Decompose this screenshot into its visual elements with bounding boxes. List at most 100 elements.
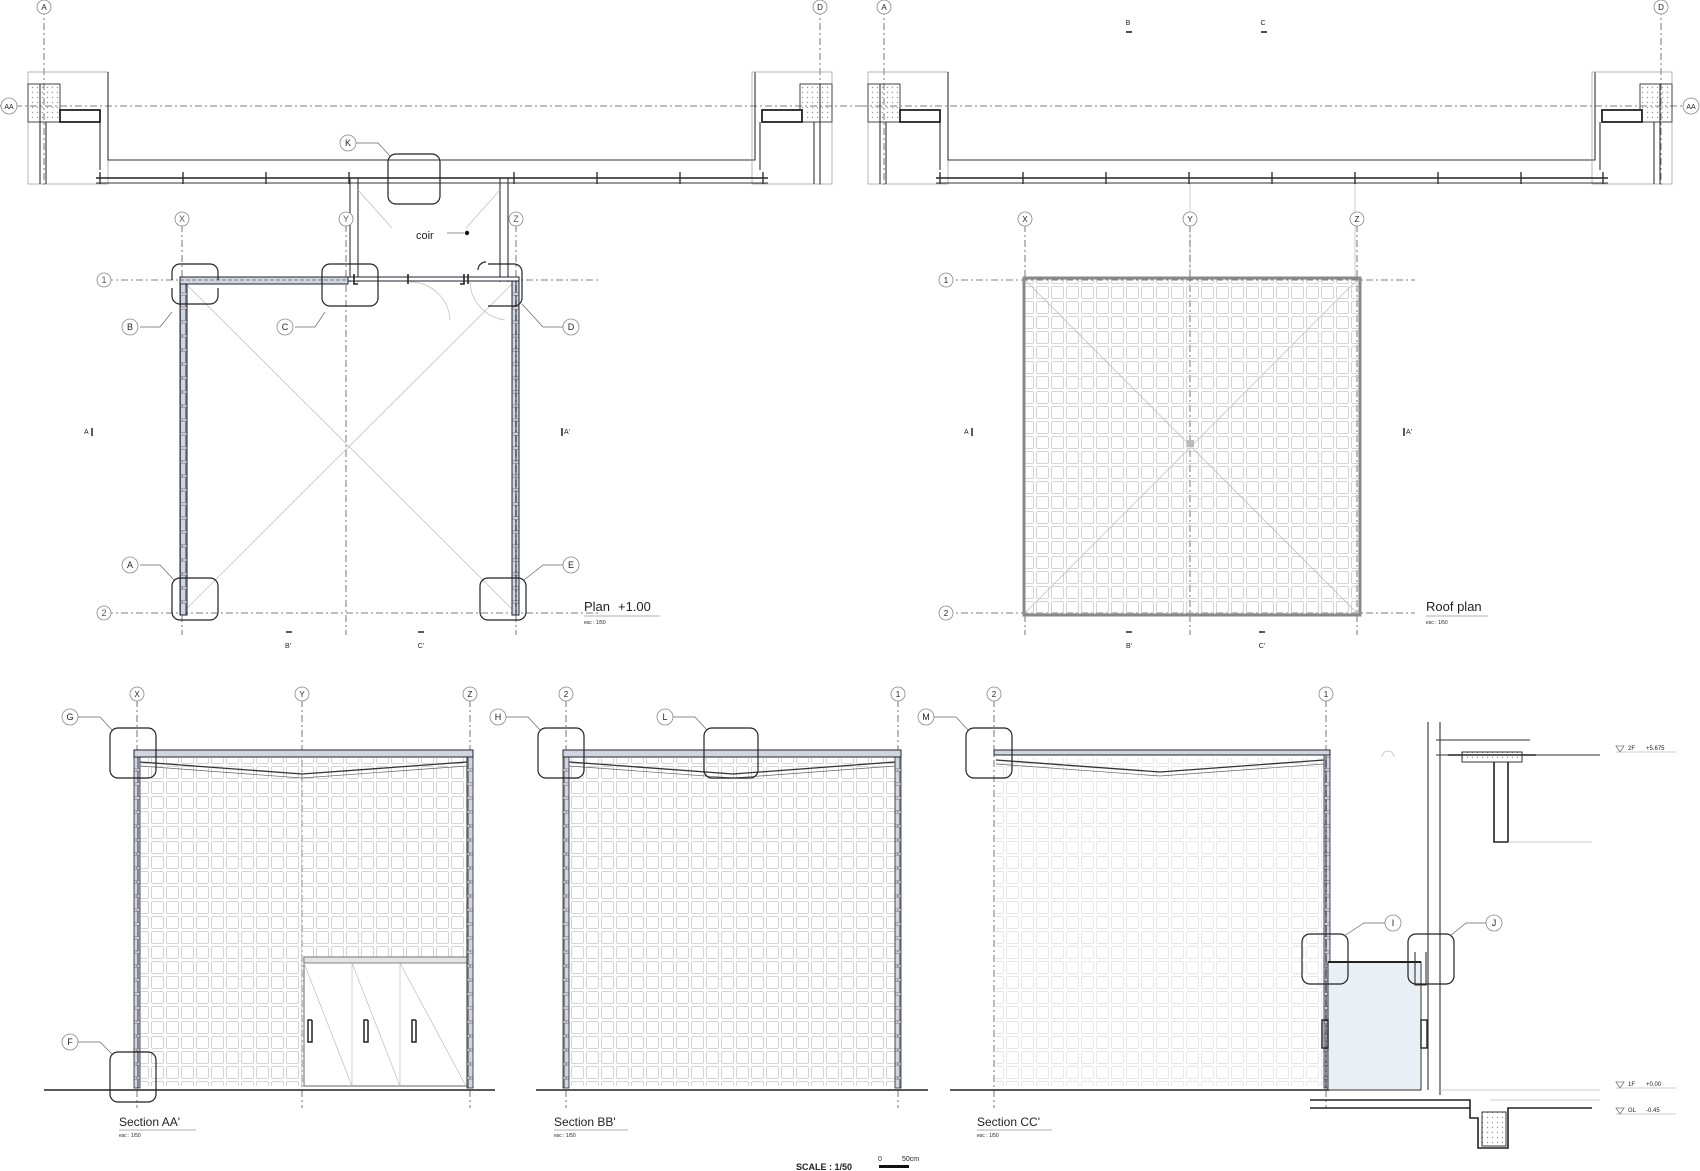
roof-building-strip: A D AA B C [860,0,1700,280]
scale-label: SCALE : 1/50 [796,1162,852,1171]
level-marker-gl: GL -0.45 [1615,1107,1676,1115]
section-mark-b-prime-plan: B' [285,643,291,650]
roof-plan-title: Roof plan [1426,599,1482,614]
detail-callout-k: K [339,134,357,152]
grid-bubble-a-plan: A [36,0,52,15]
detail-callout-j: J [1485,914,1503,932]
section-mark-b-roof-top: B [1126,20,1131,27]
section-cc-scale: esc : 1/50 [977,1133,999,1139]
section-cc-view: 2 1 2F +5.675 [917,686,1676,1149]
section-cc-title: Section CC' [977,1115,1040,1129]
detail-callout-l: L [656,708,674,726]
svg-text:D: D [568,322,575,332]
grid-bubbles-roof: X Y Z 1 2 [938,211,1365,621]
svg-text:A: A [127,560,133,570]
detail-callout-h: H [489,708,507,726]
plan-level: +1.00 [618,599,651,614]
section-bb-title: Section BB' [554,1115,616,1129]
section-bb-view: 2 1 H L Section BB' esc : 1/50 [489,686,928,1139]
svg-text:B: B [127,322,133,332]
svg-text:Y: Y [343,214,349,224]
detail-callout-a: A [121,556,139,574]
scale-bar-zero: 0 [878,1156,882,1163]
svg-text:X: X [134,690,140,699]
svg-text:2F: 2F [1628,746,1635,752]
roof-plan-view: X Y Z 1 2 A A' B' C' Roof plan esc : 1/5… [938,211,1488,650]
svg-text:M: M [922,712,930,722]
detail-callout-g: G [61,708,79,726]
grid-bubbles-section-cc: 2 1 [986,686,1334,702]
section-mark-a-plan: A [84,429,89,436]
svg-text:1: 1 [944,276,949,285]
svg-text:X: X [179,214,185,224]
detail-callout-d: D [562,318,580,336]
svg-text:+0.00: +0.00 [1646,1082,1662,1088]
section-mark-c-roof-top: C [1260,20,1265,27]
svg-text:AA: AA [1686,104,1696,111]
level-marker-1f: 1F +0.00 [1615,1081,1676,1089]
plan-title: Plan [584,599,610,614]
svg-text:F: F [67,1037,73,1047]
detail-callout-c: C [276,318,294,336]
svg-text:2: 2 [564,690,569,699]
section-bb-scale: esc : 1/50 [554,1133,576,1139]
section-mark-a-prime-roof: A' [1406,429,1412,436]
section-mark-c-prime-plan: C' [418,643,424,650]
grid-bubble-d-roof: D [1653,0,1669,15]
svg-text:E: E [568,560,574,570]
svg-text:Y: Y [1187,215,1193,224]
svg-text:G: G [66,712,73,722]
grid-bubble-aa-roof: AA [1682,97,1700,115]
grid-bubble-aa-plan: AA [0,97,18,115]
svg-text:2: 2 [101,608,106,618]
svg-text:GL: GL [1628,1108,1637,1114]
grid-bubbles-section-bb: 2 1 [558,686,906,702]
svg-text:2: 2 [944,609,949,618]
scale-bar [879,1165,909,1168]
svg-text:D: D [817,3,823,12]
section-mark-a-roof: A [964,429,969,436]
svg-text:Z: Z [513,214,519,224]
svg-text:J: J [1492,918,1497,928]
svg-text:1: 1 [1324,690,1329,699]
plan-view: X Y Z 1 2 B C D A E K [84,134,660,650]
svg-text:K: K [345,138,351,148]
svg-text:-0.45: -0.45 [1646,1108,1660,1114]
svg-text:2: 2 [992,690,997,699]
level-marker-2f: 2F +5.675 [1615,745,1676,753]
section-mark-a-prime-plan: A' [564,429,570,436]
detail-callout-e: E [562,556,580,574]
roof-plan-scale: esc : 1/50 [1426,620,1448,626]
grid-bubble-d-plan: D [812,0,828,15]
section-mark-b-prime-roof: B' [1126,643,1132,650]
svg-text:1: 1 [101,275,106,285]
grid-bubble-a-roof: A [876,0,892,15]
svg-text:AA: AA [4,104,14,111]
room-label-coir: coir [416,230,434,242]
svg-text:D: D [1658,3,1664,12]
svg-text:Z: Z [1355,215,1360,224]
svg-text:Y: Y [299,690,305,699]
detail-callout-m: M [917,708,935,726]
svg-text:1: 1 [896,690,901,699]
detail-callout-b: B [121,318,139,336]
plan-building-strip: A D AA coir [0,0,860,321]
section-aa-view: X Y Z G F Section AA' esc : 1/50 [44,686,495,1139]
section-aa-scale: esc : 1/50 [119,1133,141,1139]
svg-text:Z: Z [468,690,473,699]
svg-text:A: A [41,3,47,12]
svg-text:1F: 1F [1628,1082,1635,1088]
svg-text:L: L [662,712,667,722]
section-mark-c-prime-roof: C' [1259,643,1265,650]
svg-text:X: X [1022,215,1028,224]
svg-text:C: C [282,322,289,332]
sheet-scale: SCALE : 1/50 0 50cm [796,1156,919,1171]
grid-bubbles-section-aa: X Y Z [129,686,478,702]
grid-bubbles-plan: X Y Z 1 2 [96,211,524,621]
section-aa-title: Section AA' [119,1115,180,1129]
svg-text:H: H [495,712,502,722]
svg-text:+5.675: +5.675 [1646,746,1665,752]
detail-callout-f: F [61,1033,79,1051]
svg-text:A: A [881,3,887,12]
